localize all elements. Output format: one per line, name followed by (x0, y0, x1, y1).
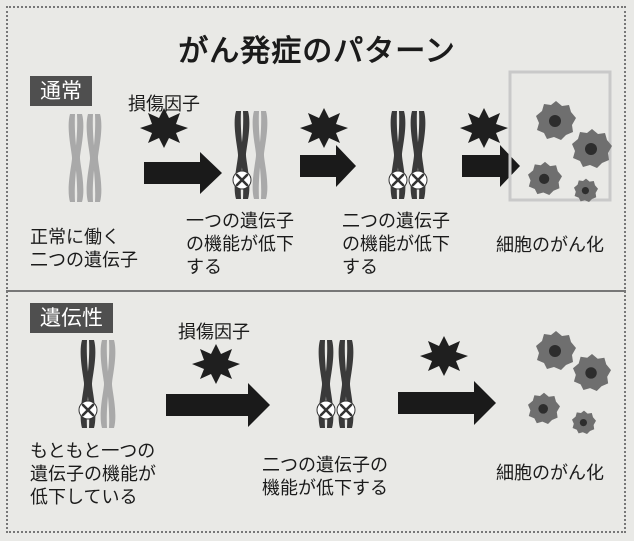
section-label-normal: 通常 (30, 76, 92, 106)
damage-factor-label-hereditary: 損傷因子 (178, 322, 250, 343)
figure-frame (6, 6, 626, 533)
right-arrow-icon (398, 381, 496, 425)
caption-normal-3: 二つの遺伝子の機能が低下する (342, 211, 450, 278)
right-arrow-icon (166, 383, 270, 427)
x-mark-icon (231, 169, 253, 191)
section-label-hereditary: 遺伝性 (30, 303, 113, 333)
damage-factor-label-normal: 損傷因子 (128, 94, 200, 115)
x-mark-icon (407, 169, 429, 191)
chromosome-pair-icon (315, 340, 357, 428)
damage-burst-icon (300, 108, 348, 148)
caption-hereditary-3: 細胞のがん化 (496, 463, 604, 484)
caption-hereditary-2: 二つの遺伝子の機能が低下する (262, 455, 388, 499)
damage-burst-icon (192, 344, 240, 384)
damage-burst-icon (460, 108, 508, 148)
right-arrow-icon (144, 152, 222, 194)
caption-normal-4: 細胞のがん化 (496, 235, 604, 256)
chromosome-pair-icon (231, 111, 268, 199)
caption-hereditary-1: もともと一つの遺伝子の機能が低下している (30, 441, 156, 508)
caption-normal-2: 一つの遺伝子の機能が低下する (186, 211, 294, 278)
cancer-cell-icon (508, 70, 612, 202)
damage-burst-icon (420, 336, 468, 376)
chromosome-pair-icon (387, 111, 429, 199)
x-mark-icon (335, 399, 357, 421)
x-mark-icon (315, 399, 337, 421)
section-divider (6, 290, 626, 292)
cancer-cell-icon (528, 331, 611, 434)
damage-burst-icon (140, 108, 188, 148)
right-arrow-icon (300, 145, 356, 187)
caption-normal-1: 正常に働く二つの遺伝子 (30, 227, 138, 271)
x-mark-icon (77, 399, 99, 421)
chromosome-pair-icon (77, 340, 116, 428)
x-mark-icon (387, 169, 409, 191)
right-arrow-icon (462, 145, 520, 187)
chromosome-pair-icon (68, 114, 102, 202)
figure-title: がん発症のパターン (178, 34, 456, 69)
